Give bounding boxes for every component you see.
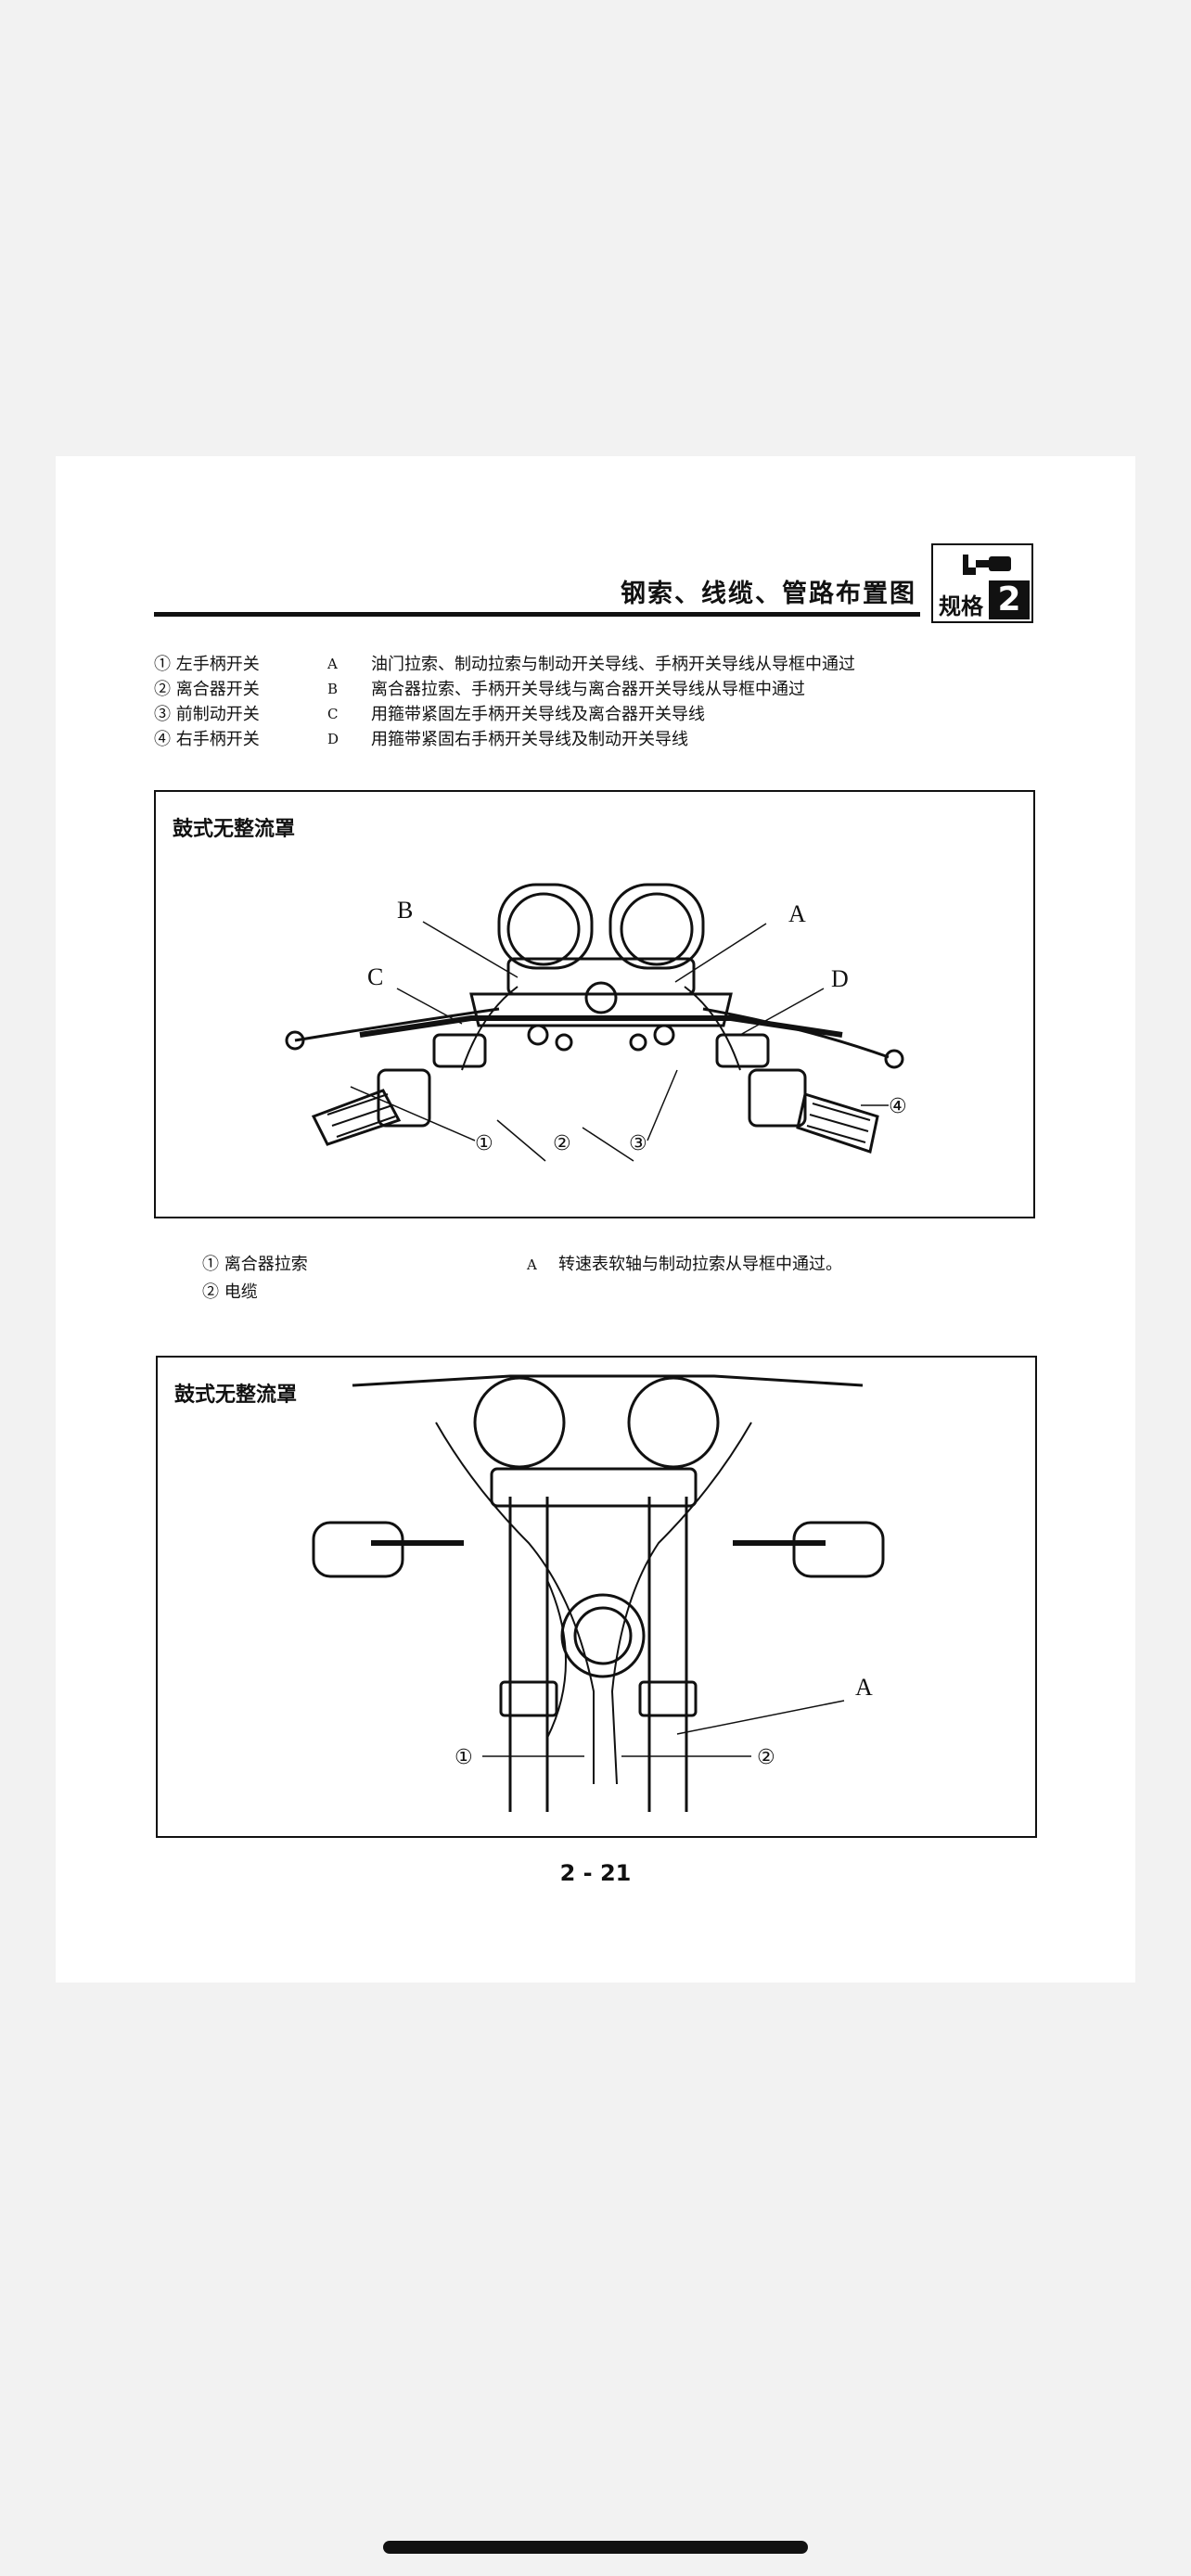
- figure-title: 鼓式无整流罩: [173, 818, 296, 841]
- badge-label: 规格: [939, 593, 983, 619]
- legend-letter: A: [527, 1256, 537, 1273]
- legend-desc: 用箍带紧固右手柄开关导线及制动开关导线: [371, 730, 688, 749]
- legend-item: ① 左手柄开关: [154, 655, 260, 674]
- label-c: C: [367, 963, 383, 990]
- legend-desc: 用箍带紧固左手柄开关导线及离合器开关导线: [371, 705, 705, 724]
- handlebar-figure: B A C D ① ② ③ ④ 鼓式无整流罩: [154, 790, 1035, 1218]
- page-title: 钢索、线缆、管路布置图: [621, 580, 916, 608]
- header-rule: [154, 612, 920, 617]
- legend-item: ① 离合器拉索: [202, 1255, 308, 1274]
- home-indicator[interactable]: [383, 2541, 808, 2554]
- legend-desc: 转速表软轴与制动拉索从导框中通过。: [558, 1255, 842, 1274]
- micrometer-icon: [963, 555, 1011, 575]
- label-4: ④: [889, 1095, 907, 1118]
- legend-letter: C: [327, 706, 339, 722]
- label-a: A: [855, 1674, 873, 1701]
- badge-number: 2: [989, 580, 1030, 619]
- legend-item: ④ 右手柄开关: [154, 730, 260, 749]
- label-2: ②: [553, 1132, 571, 1155]
- legend-letter: A: [327, 656, 338, 672]
- legend-item: ② 离合器开关: [154, 680, 260, 699]
- label-b: B: [397, 897, 413, 924]
- legend-desc: 离合器拉索、手柄开关导线与离合器开关导线从导框中通过: [371, 680, 805, 699]
- page-number: 2 - 21: [559, 1860, 632, 1886]
- legend-desc: 油门拉索、制动拉索与制动开关导线、手柄开关导线从导框中通过: [371, 655, 855, 674]
- legend-letter: D: [327, 731, 339, 747]
- label-1: ①: [455, 1746, 473, 1769]
- label-2: ②: [757, 1746, 775, 1769]
- figure-title: 鼓式无整流罩: [174, 1384, 298, 1407]
- label-1: ①: [475, 1132, 493, 1155]
- label-d: D: [831, 965, 849, 992]
- legend-letter: B: [327, 681, 339, 697]
- label-3: ③: [629, 1132, 647, 1155]
- front-view-figure: A ① ② 鼓式无整流罩: [156, 1356, 1037, 1838]
- front-view-drawing: A ① ②: [312, 1374, 885, 1812]
- legend-item: ③ 前制动开关: [154, 705, 260, 724]
- chapter-badge: 规格 2: [931, 543, 1033, 623]
- legend-item: ② 电缆: [202, 1282, 258, 1302]
- handlebar-drawing: B A C D ① ② ③ ④: [285, 883, 907, 1162]
- label-a: A: [788, 900, 806, 927]
